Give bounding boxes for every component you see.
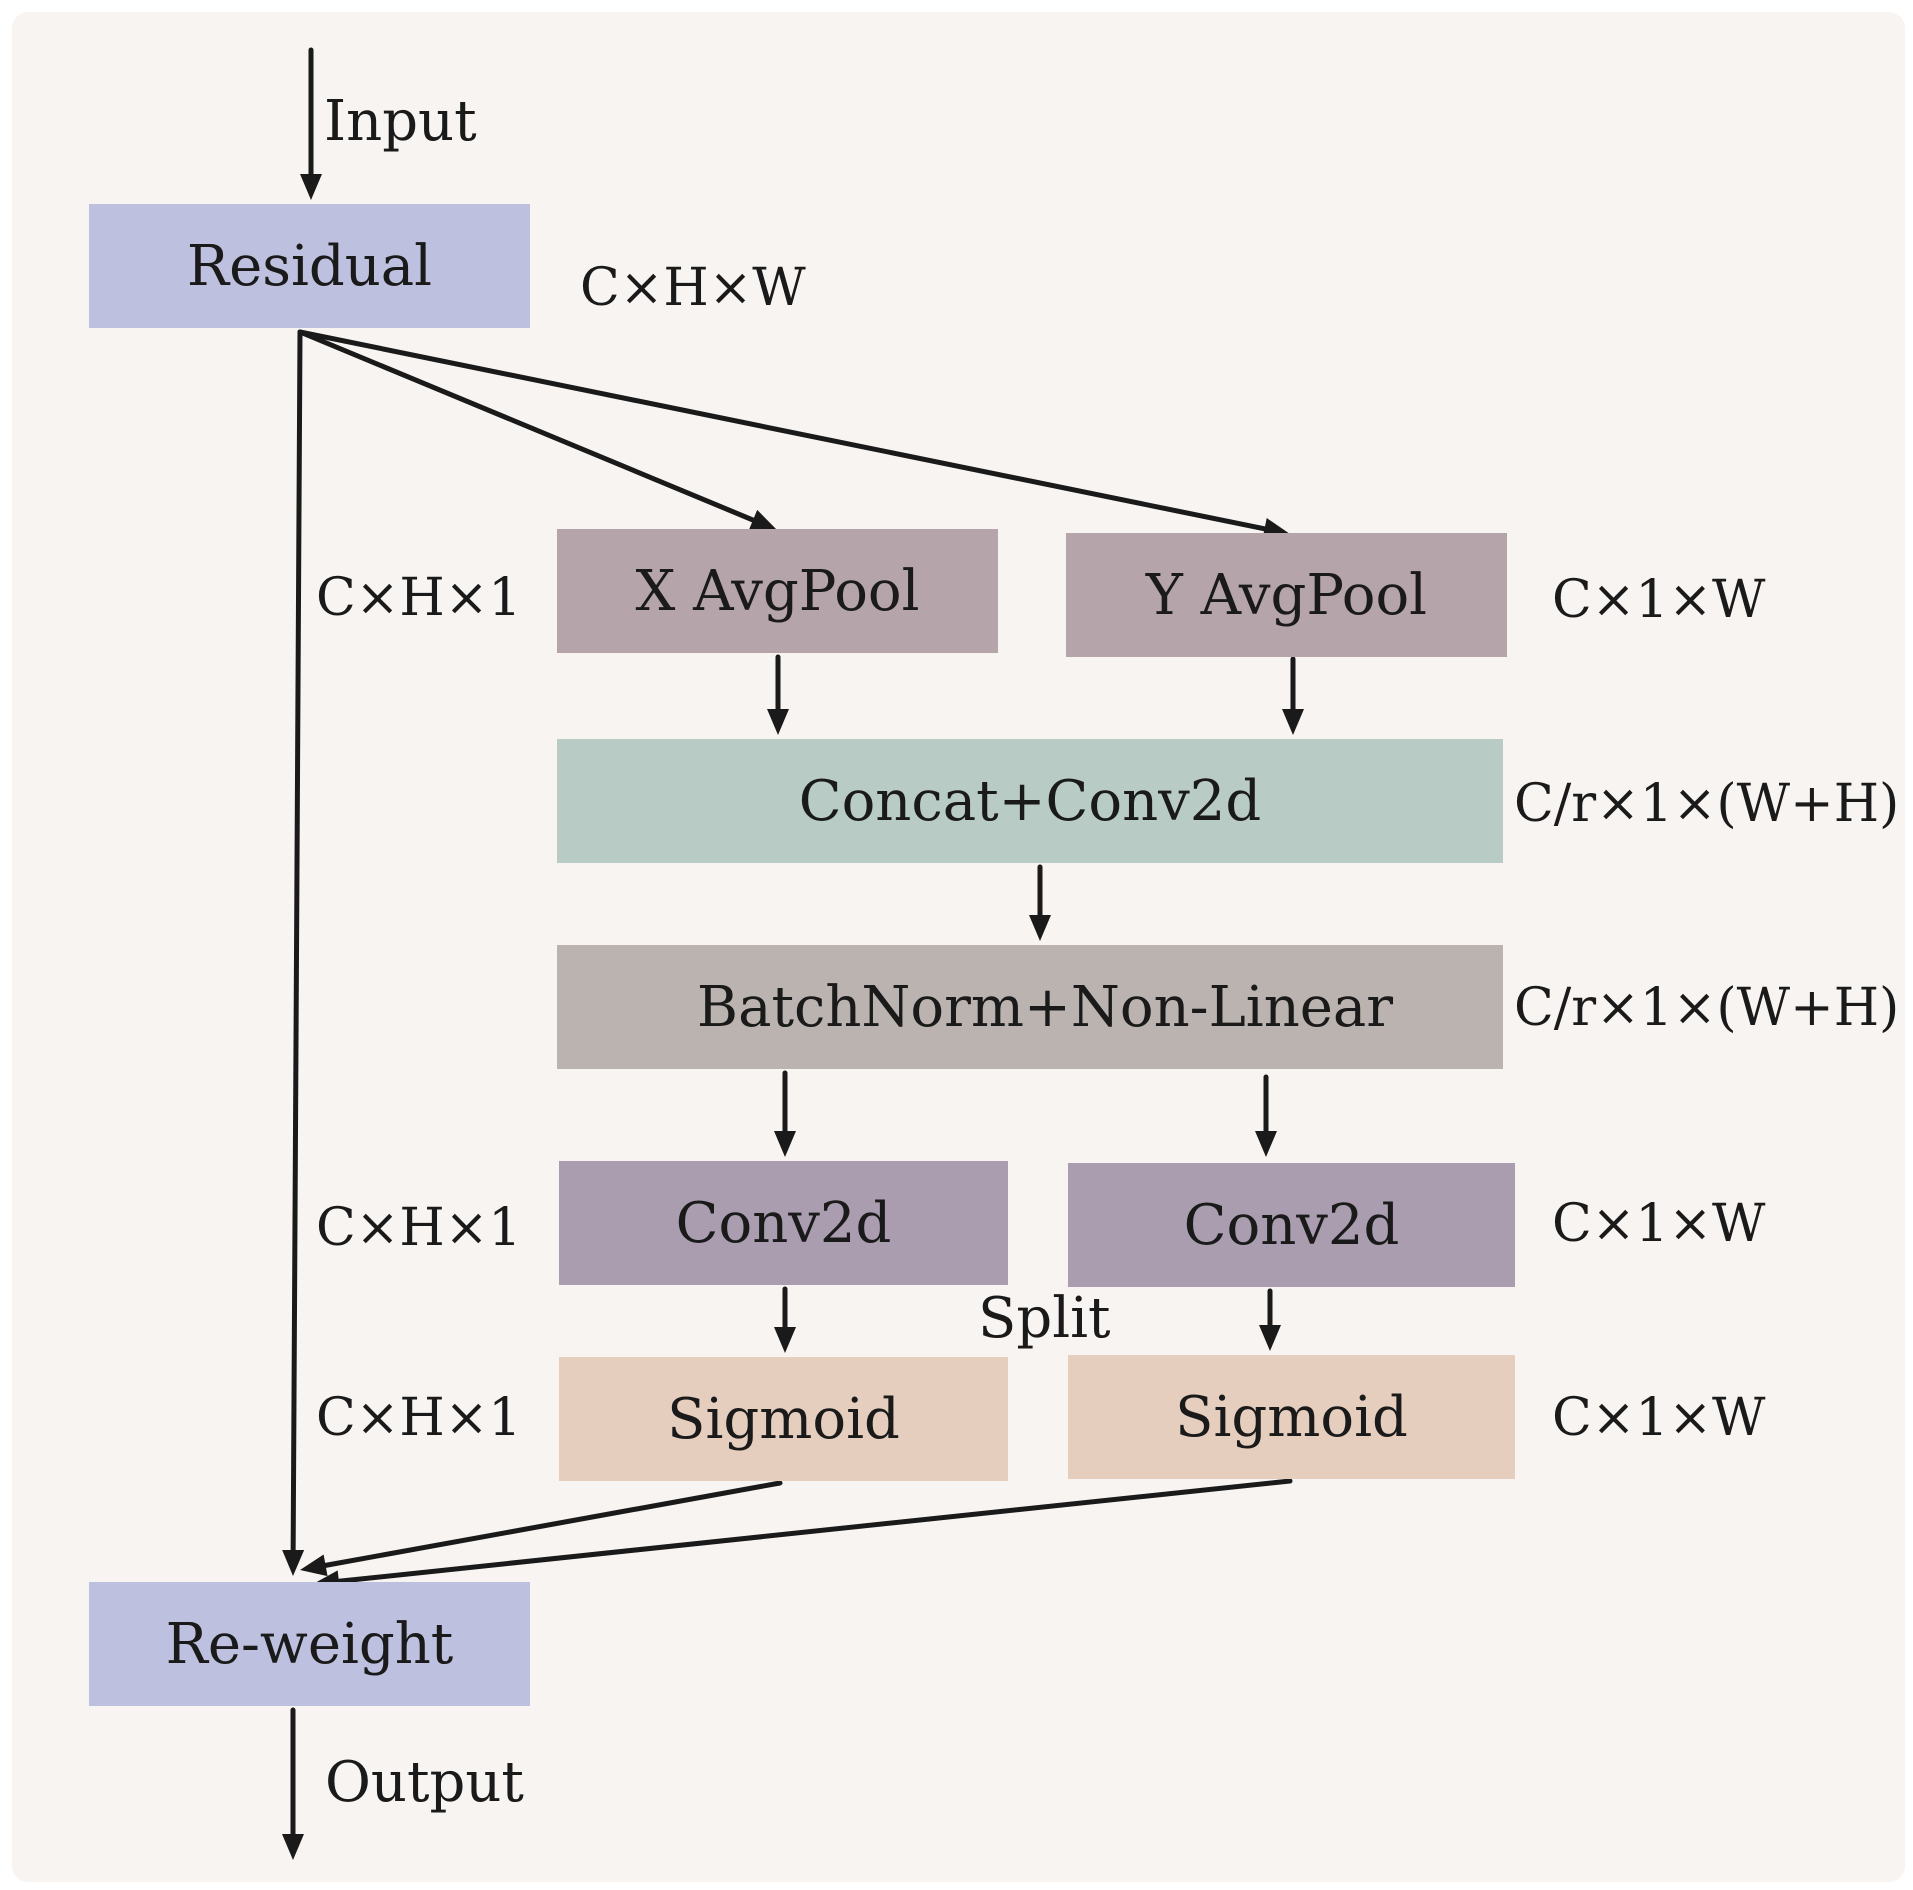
arrow-output <box>282 1707 304 1860</box>
dim-sigmoid-right: C×1×W <box>1552 1388 1766 1448</box>
arrow-residual-to-x-avgpool <box>297 329 777 531</box>
arrow-concat-to-batchnorm <box>1029 864 1051 941</box>
reweight-box: Re-weight <box>89 1582 530 1706</box>
sigmoid-left-box: Sigmoid <box>559 1357 1008 1481</box>
batchnorm-nonlinear-box: BatchNorm+Non-Linear <box>557 945 1503 1069</box>
dim-residual: C×H×W <box>580 258 806 318</box>
arrow-batchnorm-to-conv2d-right <box>1255 1074 1277 1157</box>
arrow-input <box>300 47 322 200</box>
arrow-residual-to-y-avgpool <box>297 329 1290 540</box>
dim-conv2d-right: C×1×W <box>1552 1194 1766 1254</box>
dim-batchnorm: C/r×1×(W+H) <box>1514 978 1900 1038</box>
split-label: Split <box>978 1286 1111 1351</box>
concat-conv2d-box: Concat+Conv2d <box>557 739 1503 863</box>
dim-y-avgpool: C×1×W <box>1552 570 1766 630</box>
arrow-residual-to-reweight <box>282 329 305 1576</box>
dim-x-avgpool: C×H×1 <box>316 568 522 628</box>
arrow-sigmoid-left-to-reweight <box>300 1480 783 1577</box>
x-avgpool-box: X AvgPool <box>557 529 998 653</box>
conv2d-left-box: Conv2d <box>559 1161 1008 1285</box>
arrow-conv2d-left-to-sigmoid-left <box>774 1286 796 1353</box>
sigmoid-right-box: Sigmoid <box>1068 1355 1515 1479</box>
arrow-sigmoid-right-to-reweight <box>313 1478 1293 1593</box>
residual-box: Residual <box>89 204 530 328</box>
arrow-batchnorm-to-conv2d-left <box>774 1070 796 1157</box>
dim-concat-conv2d: C/r×1×(W+H) <box>1514 774 1900 834</box>
dim-conv2d-left: C×H×1 <box>316 1198 522 1258</box>
arrow-conv2d-right-to-sigmoid-right <box>1259 1288 1281 1351</box>
arrow-y-avgpool-to-concat <box>1282 656 1304 735</box>
arrow-x-avgpool-to-concat <box>767 654 789 735</box>
dim-sigmoid-left: C×H×1 <box>316 1388 522 1448</box>
input-label: Input <box>324 89 477 154</box>
output-label: Output <box>325 1750 524 1815</box>
conv2d-right-box: Conv2d <box>1068 1163 1515 1287</box>
y-avgpool-box: Y AvgPool <box>1066 533 1507 657</box>
